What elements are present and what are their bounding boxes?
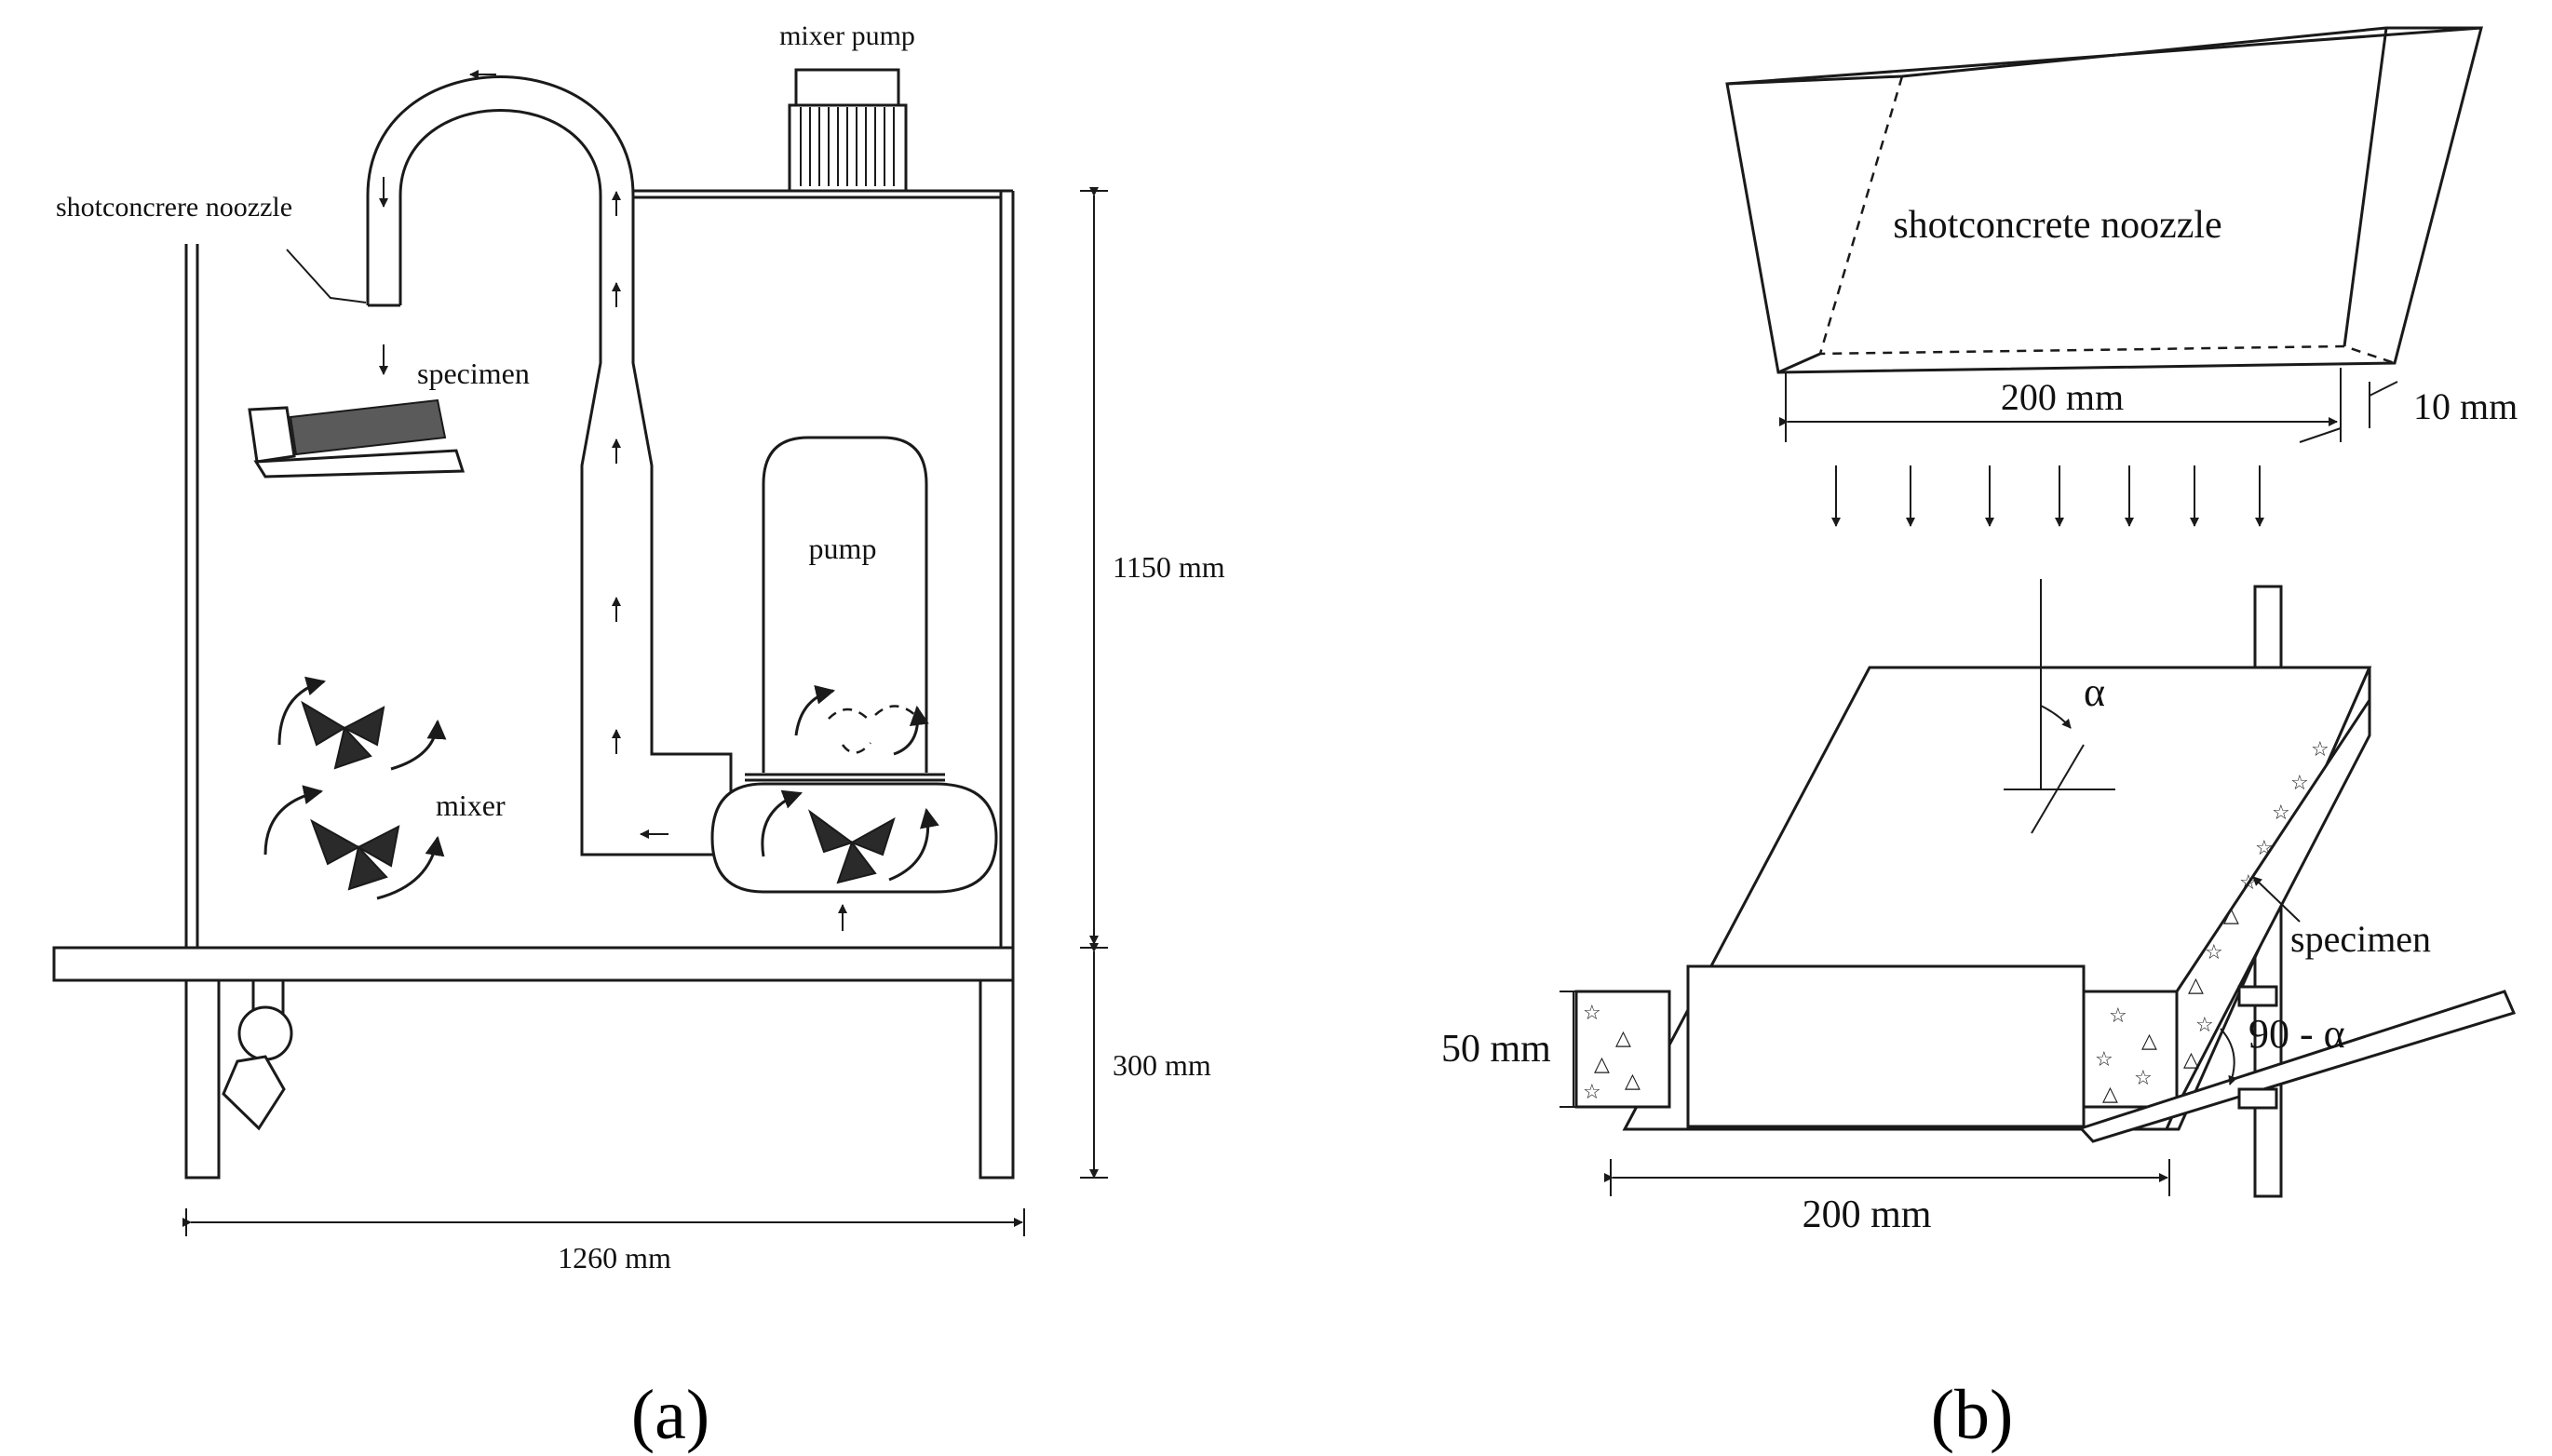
svg-text:☆: ☆	[2134, 1067, 2153, 1090]
caption-b: (b)	[1931, 1376, 2014, 1454]
caption-a: (a)	[631, 1376, 709, 1454]
svg-text:△: △	[2223, 904, 2239, 927]
dim-label-10: 10 mm	[2413, 385, 2518, 427]
base-frame	[52, 946, 1015, 1180]
nozzle-label: shotconcrere noozzle	[56, 192, 292, 222]
dim-nozzle-width	[1779, 368, 2342, 443]
dim-label-nozzle-200: 200 mm	[2001, 376, 2124, 418]
dim-label-300: 300 mm	[1113, 1048, 1211, 1082]
spray-arrows	[1831, 465, 2264, 527]
mixer-pump-motor	[788, 68, 908, 193]
svg-text:☆: ☆	[2109, 1004, 2127, 1028]
panel-b: shotconcrete noozzle 200 mm 10 mm	[1441, 26, 2518, 1454]
dim-label-1150: 1150 mm	[1113, 550, 1225, 584]
dim-label-1260: 1260 mm	[558, 1241, 671, 1274]
specimen-tray	[248, 398, 466, 479]
svg-text:△: △	[2183, 1048, 2199, 1072]
pump-label: pump	[809, 532, 877, 565]
svg-text:☆: ☆	[2239, 871, 2258, 895]
mixer-impellers	[263, 676, 447, 900]
nozzle-hopper	[1725, 26, 2483, 374]
mixer-pump-label: mixer pump	[779, 20, 915, 51]
svg-text:☆: ☆	[1583, 1002, 1601, 1025]
nozzle-leader	[286, 249, 367, 303]
dim-label-specimen-200: 200 mm	[1803, 1193, 1932, 1236]
dim-height-lower	[1080, 943, 1108, 1179]
specimen-box	[1574, 666, 2372, 1131]
svg-text:☆: ☆	[2272, 802, 2290, 825]
dim-width	[182, 1208, 1025, 1236]
mixer-label: mixer	[436, 789, 506, 822]
dim-nozzle-gap	[2369, 381, 2398, 428]
svg-text:△: △	[1615, 1027, 1631, 1050]
angle-label: 90 - α	[2248, 1011, 2345, 1057]
svg-text:△: △	[2102, 1083, 2118, 1106]
svg-text:☆: ☆	[2290, 772, 2309, 795]
svg-text:△: △	[2188, 974, 2204, 997]
panel-a: mixer pump shotconcrere noozzle	[52, 20, 1225, 1454]
svg-text:☆: ☆	[2311, 738, 2329, 762]
svg-text:△: △	[2141, 1030, 2157, 1053]
dim-height-upper	[1080, 187, 1108, 949]
specimen-leader	[2252, 876, 2301, 923]
svg-text:☆: ☆	[2205, 941, 2223, 964]
pump	[710, 436, 998, 894]
svg-text:△: △	[1594, 1053, 1610, 1076]
svg-text:☆: ☆	[2095, 1048, 2113, 1072]
svg-text:☆: ☆	[2255, 837, 2274, 860]
nozzle-label-b: shotconcrete noozzle	[1893, 204, 2221, 247]
alpha-indicator	[2004, 579, 2115, 834]
hose-pipe	[366, 70, 847, 931]
svg-text:☆: ☆	[2195, 1014, 2214, 1037]
alpha-label: α	[2084, 669, 2105, 715]
impeller-pump	[761, 789, 939, 884]
tilt-plate	[2078, 985, 2517, 1143]
svg-text:☆: ☆	[1583, 1081, 1601, 1104]
dim-label-50: 50 mm	[1441, 1028, 1551, 1071]
dim-specimen-height	[1560, 991, 1587, 1108]
specimen-label: specimen	[417, 357, 530, 390]
dim-specimen-width	[1604, 1159, 2170, 1196]
specimen-label-b: specimen	[2290, 918, 2431, 960]
aggregate-markers: ☆△ △△ ☆ ☆△ ☆☆ △ ☆☆ ☆☆ ☆△ ☆△ ☆△	[1583, 738, 2329, 1106]
svg-text:△: △	[1625, 1070, 1641, 1093]
